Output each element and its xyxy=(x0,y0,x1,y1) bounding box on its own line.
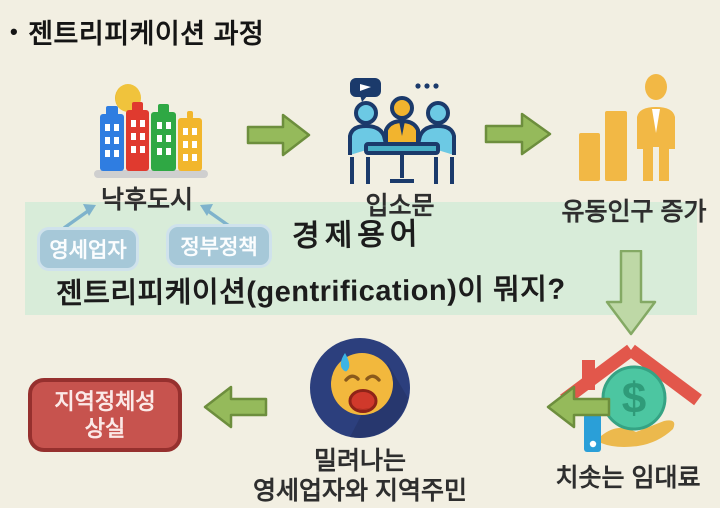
identity-loss-line1: 지역정체성 xyxy=(54,389,156,414)
step-label-declining-city: 낙후도시 xyxy=(100,186,193,214)
pushed-out-line2: 영세업자와 지역주민 xyxy=(253,477,467,505)
annotation-category: 경제용어 xyxy=(291,217,423,254)
crying-face-icon xyxy=(308,336,412,440)
flow-arrow-right-1 xyxy=(246,112,312,158)
factor-arrow-up-right-icon xyxy=(58,203,100,230)
meeting-icon xyxy=(338,78,466,188)
pushed-out-line1: 밀려나는 xyxy=(313,447,406,475)
flow-arrow-left-1 xyxy=(545,384,611,430)
step-label-word-of-mouth: 입소문 xyxy=(365,192,435,220)
svg-text:$: $ xyxy=(622,374,646,423)
flow-arrow-right-2 xyxy=(483,110,553,158)
factor-box-government-policy: 정부정책 xyxy=(166,224,272,268)
factor-box-small-business: 영세업자 xyxy=(37,227,139,271)
city-icon xyxy=(88,80,214,184)
flow-arrow-down xyxy=(605,250,657,336)
step-label-pushed-out: 밀려나는 영세업자와 지역주민 xyxy=(218,446,502,506)
annotation-question: 젠트리피케이션(gentrification)이 뭐지? xyxy=(55,273,566,311)
title-bullet: • xyxy=(10,18,19,44)
factor-label: 정부정책 xyxy=(180,236,258,259)
population-chart-icon xyxy=(577,73,693,187)
step-label-population-growth: 유동인구 증가 xyxy=(561,198,707,226)
identity-loss-line2: 상실 xyxy=(84,416,126,441)
factor-label: 영세업자 xyxy=(49,239,127,262)
title-text: 젠트리피케이션 과정 xyxy=(28,19,265,49)
flow-arrow-left-2 xyxy=(202,384,268,430)
step-label-soaring-rent: 치솟는 임대료 xyxy=(555,464,701,492)
identity-loss-box: 지역정체성 상실 xyxy=(28,378,182,452)
page-title: • 젠트리피케이션 과정 xyxy=(10,12,264,51)
